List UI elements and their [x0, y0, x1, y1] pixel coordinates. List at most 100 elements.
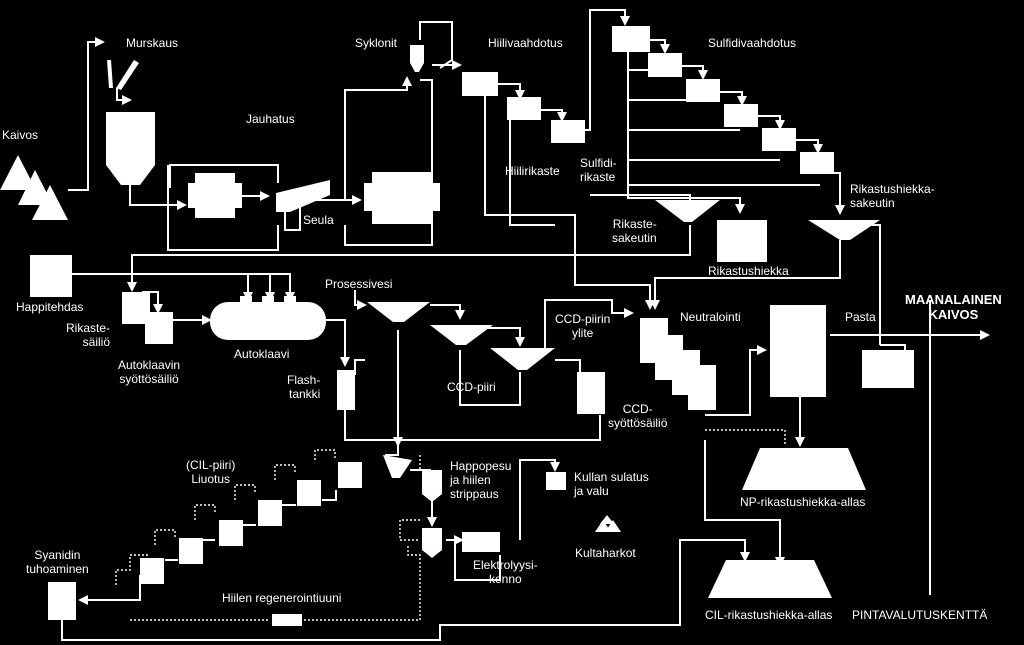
- label-kultaharkot: Kultaharkot: [575, 546, 636, 560]
- autoclave-feed-tank: [145, 312, 173, 344]
- sulfide-float-cell-6: [800, 152, 834, 174]
- label-jauhatus: Jauhatus: [246, 112, 295, 126]
- cil-tank-2: [297, 480, 321, 506]
- carbon-return-dotted-4: [234, 484, 256, 500]
- label-happitehdas: Happitehdas: [16, 300, 84, 314]
- cil-tank-5: [179, 538, 203, 564]
- paste-plant: [770, 305, 826, 397]
- label-hiilenregenerointiuuni: Hiilen regenerointiuuni: [222, 591, 342, 605]
- label-hiilivaahdotus: Hiilivaahdotus: [488, 36, 563, 50]
- np-tailings-pond: [742, 448, 866, 490]
- label-sulfidivaahdotus: Sulfidivaahdotus: [708, 36, 797, 50]
- sulfide-float-cell-4: [724, 104, 758, 127]
- sulfide-float-cell-3: [686, 79, 720, 102]
- label-seula: Seula: [303, 213, 334, 227]
- label-rikastesailio: Rikaste- säiliö: [66, 321, 111, 349]
- sulfide-float-cell-2: [648, 53, 682, 77]
- flash-to-ccd-line: [354, 359, 365, 375]
- cil-feed-line: [385, 445, 399, 456]
- ccd-overflow-line: [555, 359, 581, 372]
- tails-to-backfill-line: [855, 224, 881, 345]
- regen-dotted-line-2: [300, 545, 421, 621]
- carbon-concentrate-line-2: [509, 120, 555, 226]
- label-nprikastushiekkaallas: NP-rikastushiekka-allas: [740, 495, 866, 509]
- label-autoklaavi: Autoklaavi: [234, 347, 290, 361]
- gold-bar-icon-2: [605, 520, 621, 532]
- ccd-line-1: [430, 304, 465, 320]
- carbon-return-dotted-2: [154, 529, 176, 545]
- neutral-tank-4: [688, 365, 716, 410]
- cyclone: [410, 45, 424, 72]
- label-cilpiiri: (CIL-piiri) Liuotus: [186, 458, 236, 486]
- electro-to-smelt-line: [519, 459, 560, 540]
- carbon-float-cascade-2: [540, 109, 567, 122]
- electro-return-line: [454, 540, 501, 581]
- sulfide-concentrate-line: [627, 52, 745, 214]
- flash-tank: [337, 370, 355, 410]
- crusher-right: [116, 60, 139, 90]
- ccd-thickener-2: [430, 325, 493, 345]
- carbon-return-dotted-6: [314, 449, 336, 460]
- stripping-column-2: [422, 528, 442, 558]
- thickener-to-tank-line: [127, 225, 691, 292]
- mine-icon-3: [32, 185, 68, 220]
- sulfide-float-cascade-4: [756, 115, 785, 130]
- sulfide-float-cascade-2: [680, 65, 708, 80]
- carbon-return-dotted-5: [274, 464, 296, 480]
- label-prosessivesi: Prosessivesi: [325, 277, 393, 291]
- label-neutralointi: Neutralointi: [680, 310, 741, 324]
- tailings-tank: [717, 220, 767, 262]
- ccd-line-2: [480, 327, 525, 347]
- regeneration-kiln: [272, 614, 302, 626]
- ccd-overflow-to-neutral: [544, 299, 634, 350]
- autoclave-nozzle-1: [240, 296, 252, 304]
- carbon-float-cell-2: [507, 97, 541, 120]
- crusher-to-silo-line: [116, 88, 132, 105]
- sulfide-float-cell-5: [762, 128, 796, 151]
- electrowinning-cell: [462, 532, 500, 552]
- sulfide-float-cell-1: [612, 26, 650, 52]
- ball-mill-ends: [364, 183, 440, 211]
- concentrate-thickener: [655, 200, 720, 222]
- cyanide-to-cil-pond-line: [61, 539, 750, 641]
- label-cilrikastushiekkaallas: CIL-rikastushiekka-allas: [705, 608, 833, 622]
- cil-tailings-pond: [708, 560, 832, 598]
- sulfide-float-cascade-5: [796, 139, 823, 154]
- tailings-thickener: [808, 220, 880, 240]
- ccd-thickener-1: [367, 302, 430, 322]
- carbon-return-dotted-3: [194, 504, 216, 520]
- label-rikastushiekkasakeutin: Rikastushiekka- sakeutin: [850, 182, 935, 210]
- label-ccdpiirinylite: CCD-piirin ylite: [555, 312, 611, 340]
- ccd-thickener-3: [490, 348, 555, 370]
- autoclave-nozzle-2: [262, 296, 274, 304]
- label-hiilirikaste: Hiilirikaste: [505, 164, 560, 178]
- autoclave: [210, 302, 326, 340]
- backfill-box: [862, 350, 914, 388]
- mill2-circuit-line: [344, 76, 412, 200]
- neutral-to-paste-line: [705, 345, 767, 416]
- ccd-feed-tank: [577, 372, 605, 414]
- label-syanidintuhoaminen: Syanidin tuhoaminen: [26, 548, 89, 576]
- label-flashtankki: Flash- tankki: [287, 373, 321, 401]
- cil-cascade-1: [322, 490, 337, 501]
- label-ccdpiiri: CCD-piiri: [447, 380, 496, 394]
- screen: [276, 180, 330, 212]
- cil-tank-4: [219, 520, 243, 546]
- cil-to-cyanide-line: [78, 575, 141, 605]
- label-rikastushiekka: Rikastushiekka: [708, 264, 789, 278]
- ore-feed-line: [68, 37, 105, 191]
- stripping-column-1: [422, 470, 442, 502]
- label-elektrolyysikenno: Elektrolyysi- kenno: [473, 558, 538, 586]
- carbon-float-cascade-1: [498, 83, 525, 100]
- cyanide-tank: [48, 582, 76, 620]
- label-maanalainenkaivos: MAANALAINEN KAIVOS: [905, 292, 1002, 322]
- tails-to-backfill-arrow: [880, 344, 906, 352]
- label-kullansulatus: Kullan sulatus ja valu: [574, 470, 649, 498]
- crusher-left: [107, 60, 113, 88]
- oxygen-line: [72, 273, 295, 302]
- sulfide-to-thickener-line: [590, 194, 691, 200]
- autoclave-to-flash-line: [325, 319, 350, 367]
- carbon-float-cell-1: [462, 72, 498, 96]
